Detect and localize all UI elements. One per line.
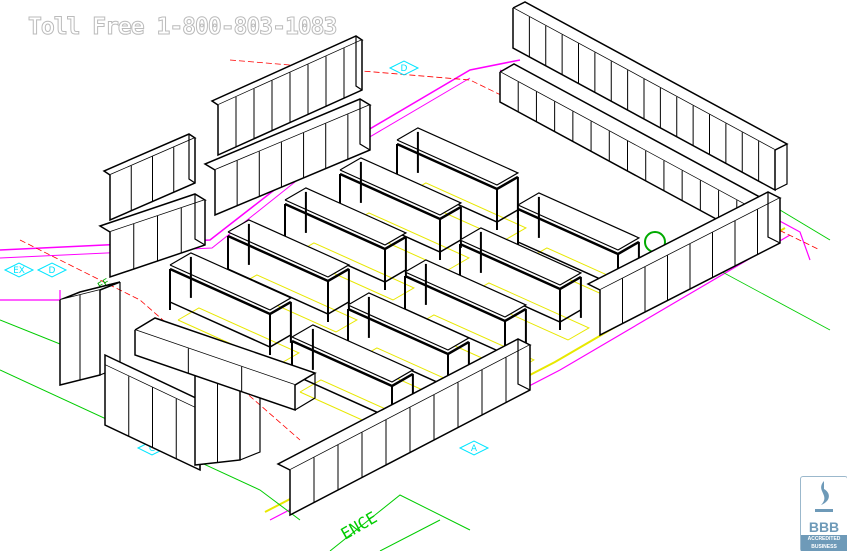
- bench-top: [517, 192, 641, 251]
- room-tag-text: A: [471, 444, 478, 454]
- bench-top: [404, 259, 528, 318]
- bench-top: [227, 219, 351, 278]
- bench-top: [459, 227, 583, 286]
- base-cabinet-side: [517, 339, 531, 391]
- bbb-torch-icon: [815, 481, 833, 512]
- bench-top: [284, 187, 408, 246]
- grid-line: [779, 209, 831, 241]
- island-counter-front: [134, 330, 296, 412]
- legend-box: [329, 494, 471, 551]
- room-tag: A: [458, 440, 490, 456]
- room-tag-text: D: [49, 266, 56, 276]
- room-tag-text: C: [149, 444, 155, 454]
- upper-cabinet-side: [355, 36, 363, 91]
- room-tag: EX: [3, 262, 35, 278]
- base-cabinet-side: [194, 194, 206, 246]
- legend-text: ENCE: [338, 508, 381, 544]
- room-tag: D: [388, 60, 420, 76]
- base-cabinet-front: [214, 105, 371, 217]
- upper-cabinet-side: [774, 144, 788, 191]
- bench-top: [169, 252, 293, 311]
- bench-top: [291, 324, 415, 383]
- wall-line: [0, 77, 471, 259]
- wall-line: [0, 290, 61, 301]
- room-tag: D: [36, 262, 68, 278]
- bench-shelf: [169, 301, 292, 348]
- legend-box: [379, 519, 441, 551]
- upper-cabinet-side: [188, 134, 196, 184]
- bench-top: [347, 292, 471, 351]
- base-cabinet-side: [359, 99, 371, 151]
- island-counter-side: [294, 373, 316, 411]
- bench-top: [339, 157, 463, 216]
- bench-top: [396, 127, 520, 186]
- base-cabinet-side: [767, 192, 781, 244]
- room-tag-text: D: [401, 64, 408, 74]
- toll-free-banner: Toll Free 1-800-803-1083: [27, 14, 337, 41]
- bbb-logo: BBB: [808, 519, 840, 535]
- grid-line: [0, 369, 301, 521]
- room-tag-text: EX: [13, 266, 25, 276]
